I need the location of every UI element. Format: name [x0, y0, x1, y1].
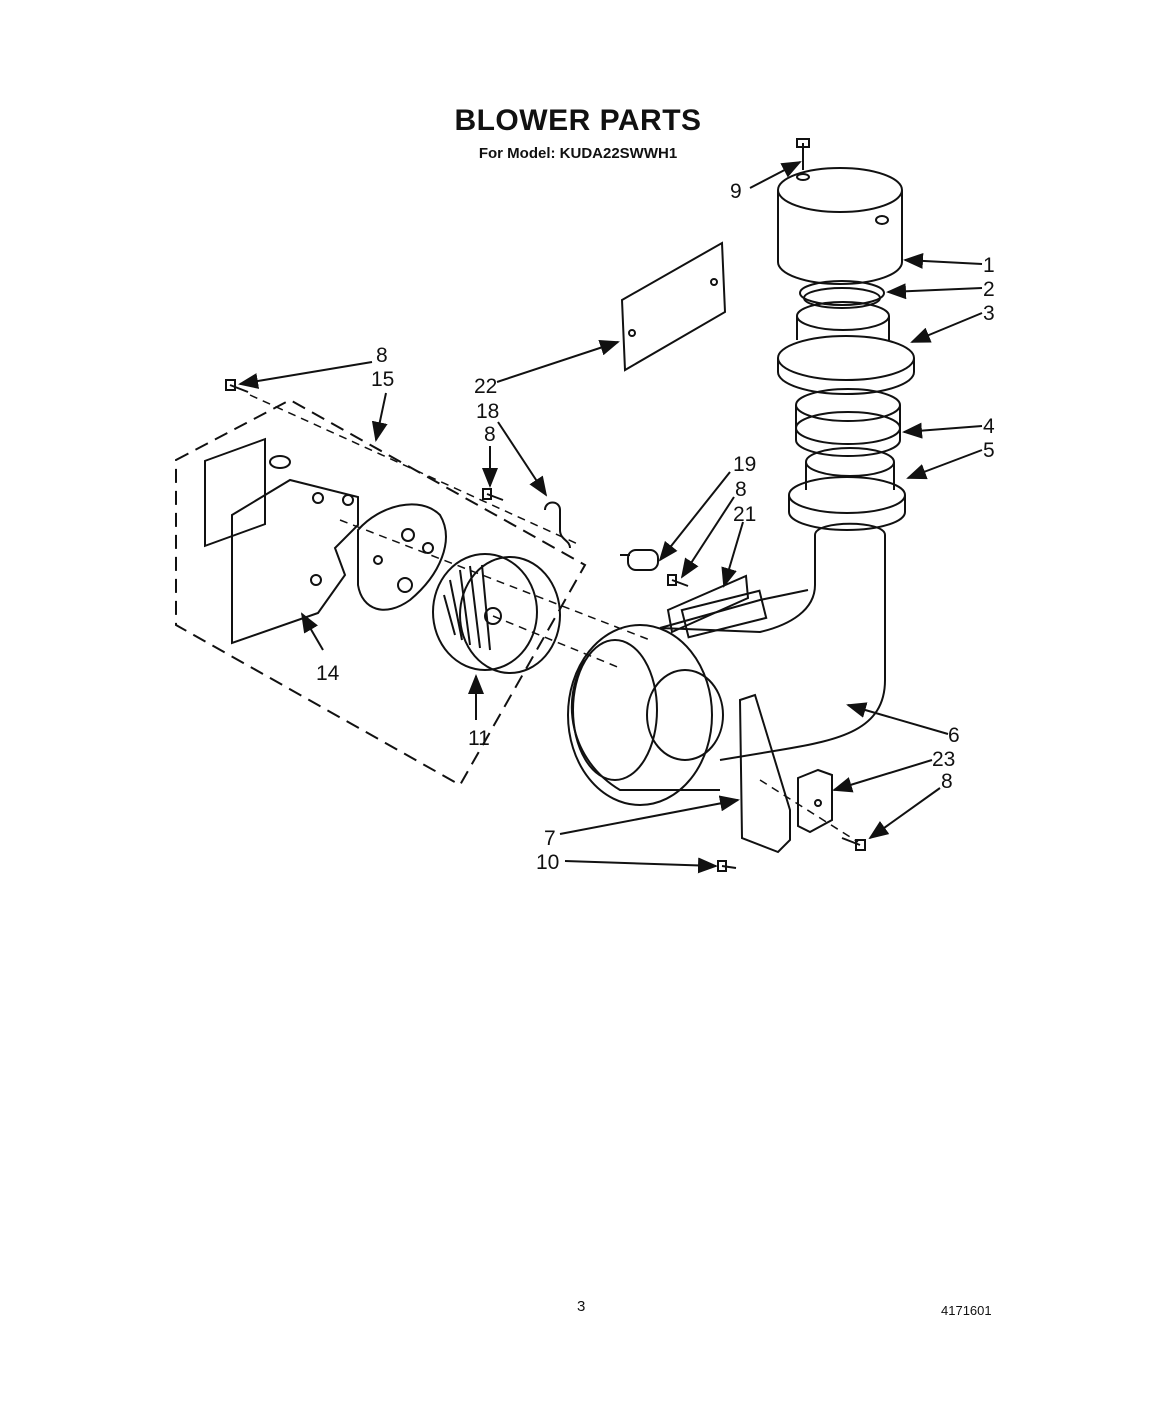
screw-part-8-right [667, 574, 689, 587]
leader-8c [680, 496, 735, 579]
callout-14: 14 [316, 662, 340, 685]
leader-3 [910, 312, 983, 343]
cap-part-1 [777, 167, 903, 285]
callout-8: 8 [484, 423, 496, 446]
screw-part-8-mid [482, 488, 504, 501]
motor-mount-plate [357, 503, 447, 611]
motor-assembly-part-15 [175, 398, 587, 787]
sensor-part-19 [620, 549, 659, 571]
callout-6: 6 [948, 724, 960, 747]
leader-4 [902, 422, 983, 439]
leader-15 [371, 392, 388, 442]
callout-11: 11 [468, 727, 490, 750]
callout-3: 3 [983, 302, 995, 325]
leader-22 [496, 340, 620, 383]
leader-8a [238, 361, 373, 389]
callout-4: 4 [983, 415, 995, 438]
leader-14 [300, 612, 324, 651]
leader-8d [868, 787, 941, 840]
leader-9 [749, 161, 802, 189]
leader-7 [559, 795, 740, 835]
model-subtitle: For Model: KUDA22SWWH1 [478, 145, 678, 162]
callout-2: 2 [983, 278, 995, 301]
callout-8: 8 [735, 478, 747, 501]
blower-housing-part-6 [567, 522, 886, 806]
screw-part-8-left [225, 379, 249, 393]
callout-19: 19 [733, 453, 756, 476]
leader-10 [564, 857, 718, 874]
callout-23: 23 [932, 748, 955, 771]
ring-part-2 [799, 280, 885, 309]
leader-5 [906, 449, 983, 480]
page-number: 3 [577, 1298, 586, 1315]
page-title: BLOWER PARTS [454, 104, 702, 137]
plate-part-22 [620, 241, 727, 372]
leader-23 [832, 759, 933, 793]
callout-21: 21 [733, 503, 756, 526]
axis-lines [249, 394, 859, 843]
callout-10: 10 [536, 851, 559, 874]
callout-7: 7 [544, 827, 556, 850]
callout-15: 15 [371, 368, 394, 391]
leader-1 [903, 252, 983, 269]
bracket-part-7 [738, 693, 791, 854]
clip-part-18 [544, 501, 571, 549]
leader-19 [658, 471, 731, 562]
callout-22: 22 [474, 375, 497, 398]
callout-5: 5 [983, 439, 995, 462]
collar-part-5 [788, 447, 906, 531]
callout-9: 9 [730, 180, 742, 203]
screw-part-9 [796, 138, 810, 170]
leader-18 [497, 421, 548, 497]
leader-21 [721, 521, 744, 588]
motor-part-14 [204, 437, 359, 645]
callout-8: 8 [941, 770, 953, 793]
callout-8: 8 [376, 344, 388, 367]
leader-6 [846, 702, 949, 735]
collar-part-4 [795, 388, 901, 457]
bracket-part-21 [666, 574, 750, 634]
flange-part-3 [777, 301, 915, 395]
blower-wheel-part-11 [432, 553, 561, 674]
leader-2 [886, 283, 983, 300]
document-number: 4171601 [941, 1303, 992, 1318]
bracket-part-23 [797, 768, 833, 834]
callout-18: 18 [476, 400, 499, 423]
screw-part-10 [717, 860, 737, 872]
screw-part-8-bottom [841, 837, 866, 851]
callout-1: 1 [983, 254, 995, 277]
